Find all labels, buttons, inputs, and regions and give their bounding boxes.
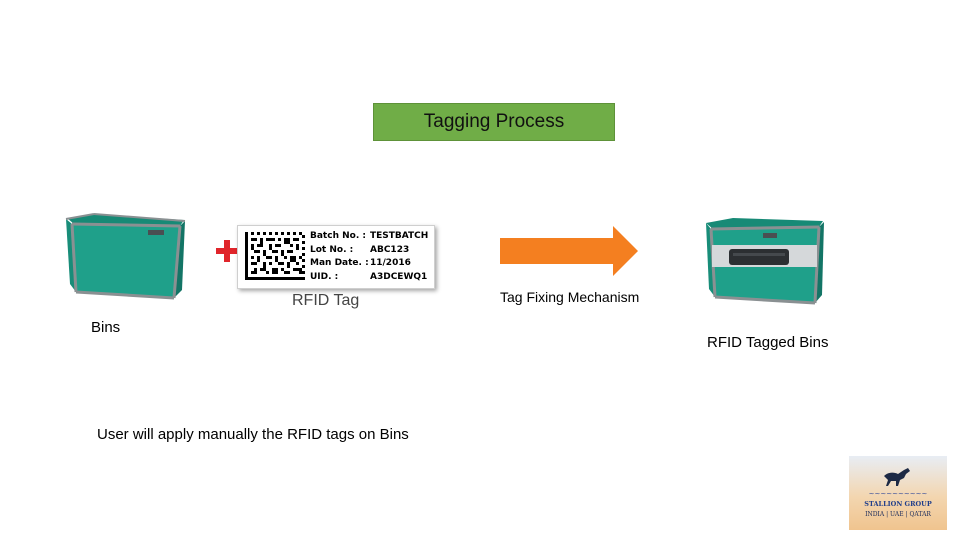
rfid-tagged-bins-label: RFID Tagged Bins (707, 334, 829, 351)
logo-locations: INDIA | UAE | QATAR (865, 511, 931, 518)
tag-field-value: TESTBATCH (370, 231, 429, 241)
right-arrow-icon (500, 226, 638, 276)
instruction-note: User will apply manually the RFID tags o… (97, 426, 409, 443)
tag-field-key: Lot No. : (310, 244, 354, 255)
stallion-group-logo: ~~~~~~~~~~ STALLION GROUP INDIA | UAE | … (849, 456, 947, 530)
logo-name: STALLION GROUP (864, 500, 932, 508)
tag-field-key: UID. : (310, 271, 339, 282)
rfid-tag-label: Batch No. : TESTBATCH Lot No. : ABC123 M… (237, 225, 435, 289)
tagged-bin-image (706, 218, 824, 305)
tag-field-value: 11/2016 (370, 258, 411, 268)
tag-field-row: UID. : A3DCEWQ1 (310, 271, 428, 285)
tagging-process-title: Tagging Process (373, 103, 615, 141)
bins-label: Bins (91, 319, 121, 336)
rfid-tag-caption: RFID Tag (292, 292, 360, 309)
tag-field-value: A3DCEWQ1 (370, 271, 428, 282)
plus-icon (216, 240, 238, 262)
tag-field-key: Batch No. : (310, 231, 366, 241)
tag-field-row: Man Date. : 11/2016 (310, 257, 428, 271)
tag-field-row: Batch No. : TESTBATCH (310, 230, 428, 244)
tag-field-key: Man Date. : (310, 258, 369, 268)
tag-field-value: ABC123 (370, 244, 410, 255)
datamatrix-code-icon (245, 232, 305, 280)
horse-icon (884, 468, 910, 486)
logo-tagline: ~~~~~~~~~~ (868, 490, 928, 498)
tag-field-row: Lot No. : ABC123 (310, 244, 428, 258)
title-text: Tagging Process (423, 111, 565, 132)
arrow-label: Tag Fixing Mechanism (500, 289, 640, 305)
bin-image (65, 213, 186, 300)
tag-fields: Batch No. : TESTBATCH Lot No. : ABC123 M… (310, 230, 428, 284)
